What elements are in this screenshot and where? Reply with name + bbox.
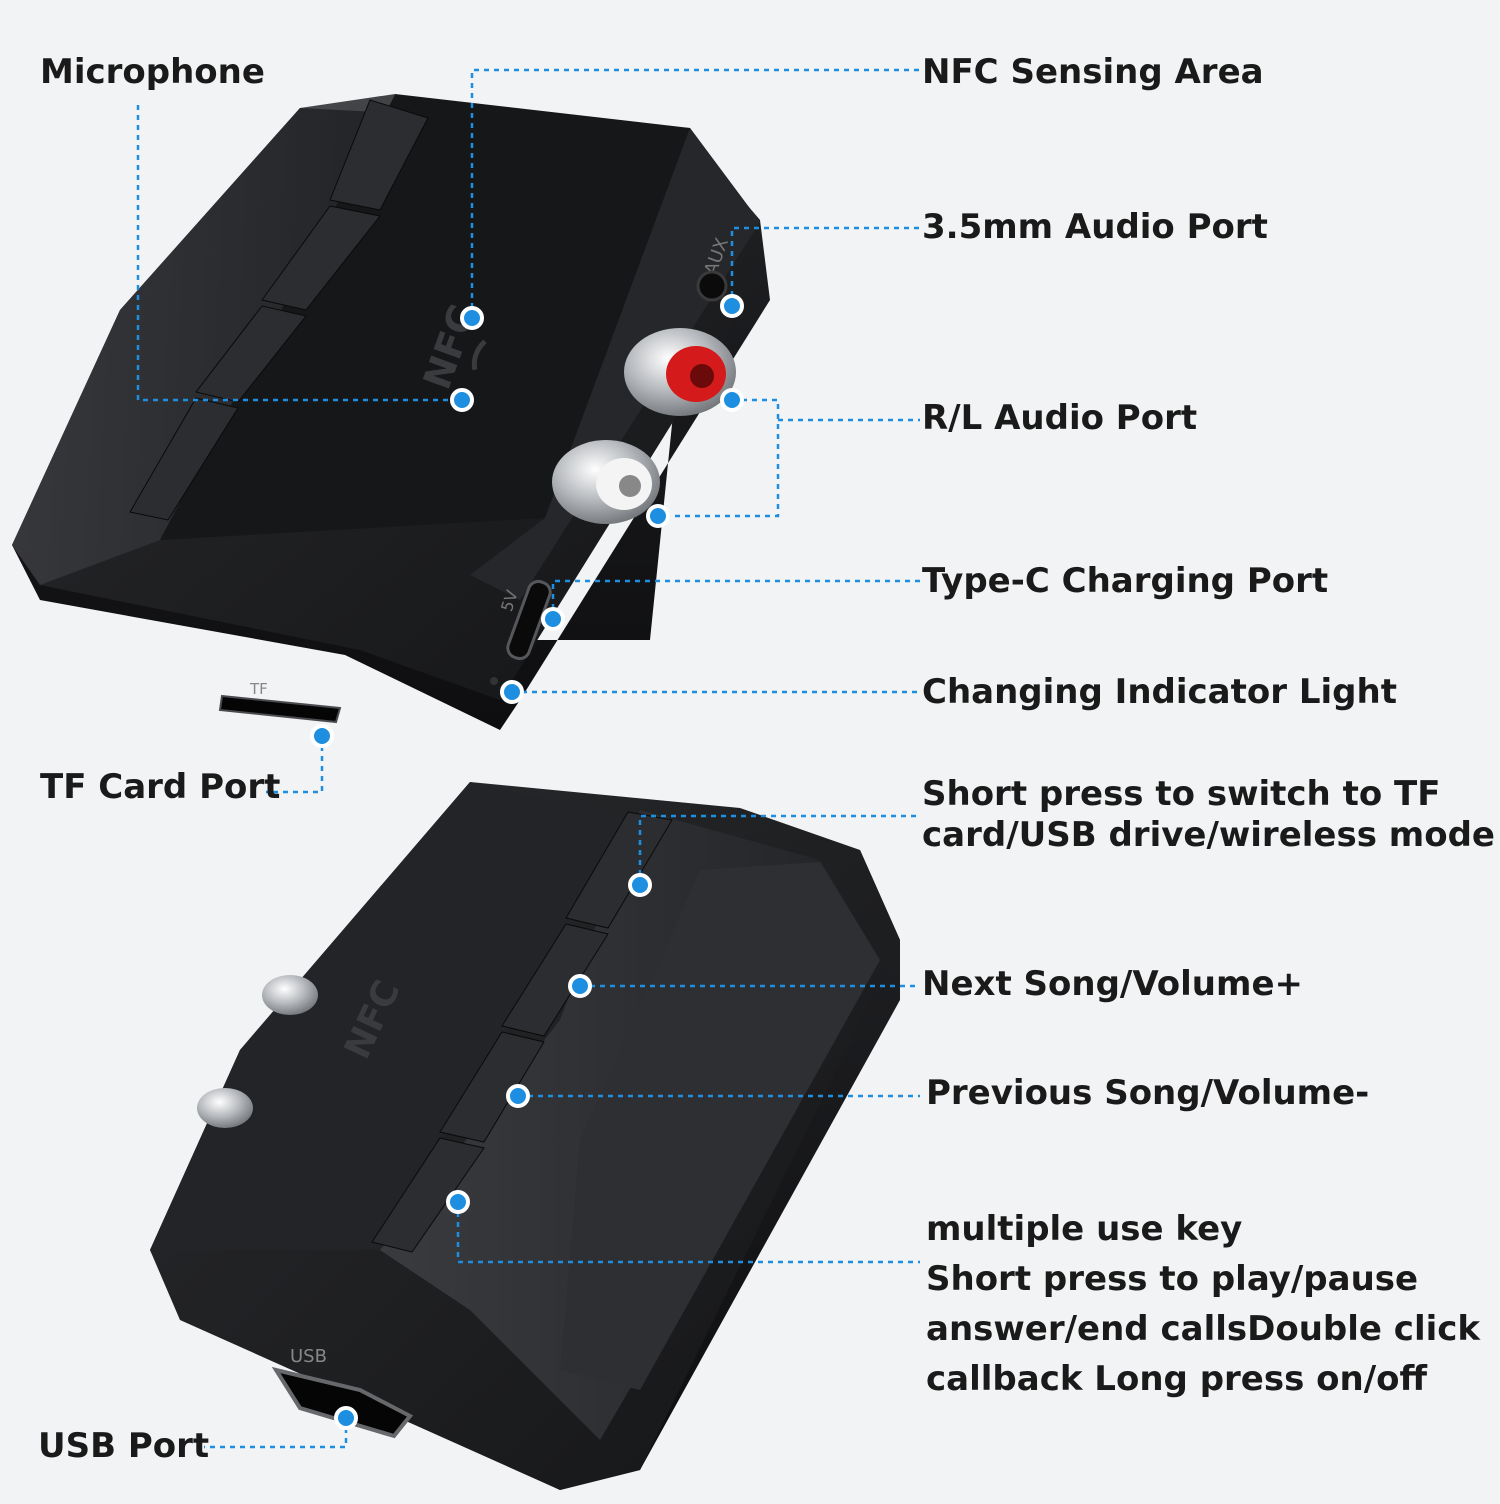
label-multi-line4: callback Long press on/off xyxy=(926,1359,1428,1399)
label-audio-35mm: 3.5mm Audio Port xyxy=(922,207,1268,247)
label-microphone: Microphone xyxy=(40,52,265,92)
next-button[interactable] xyxy=(501,923,609,1037)
dot-multi xyxy=(446,1190,470,1214)
callout-line-usb xyxy=(204,1418,348,1449)
multi-use-button[interactable] xyxy=(371,1137,485,1253)
device-bottom-bevel-left xyxy=(150,782,640,1250)
rca-left-jack xyxy=(552,440,660,524)
device-top-face xyxy=(160,94,690,540)
callout-line-rl xyxy=(658,398,780,518)
mic-button[interactable] xyxy=(329,99,429,211)
label-multi-line2: Short press to play/pause xyxy=(926,1259,1419,1299)
previous-button[interactable] xyxy=(439,1031,545,1143)
label-nfc-sensing-area: NFC Sensing Area xyxy=(922,52,1264,92)
label-usb: USB Port xyxy=(38,1426,210,1466)
dot-next xyxy=(568,974,592,998)
play-button-top[interactable] xyxy=(195,305,307,403)
callout-line-typec xyxy=(551,579,920,619)
label-rl-audio: R/L Audio Port xyxy=(922,398,1198,438)
callout-line-microphone xyxy=(136,105,462,402)
device-bottom: NFC USB xyxy=(150,782,900,1490)
aux-jack xyxy=(696,270,728,302)
callout-line-tf xyxy=(266,736,324,794)
mode-button-top[interactable] xyxy=(129,397,239,521)
type-c-port xyxy=(506,579,552,661)
label-multi-line3: answer/end callsDouble click xyxy=(926,1309,1481,1349)
dot-tf xyxy=(310,724,334,748)
label-next: Next Song/Volume+ xyxy=(922,964,1303,1004)
bottom-button-strip xyxy=(371,811,673,1253)
rca-right-jack xyxy=(624,328,736,416)
callout-lines xyxy=(136,68,920,1449)
device-bottom-face-dark xyxy=(560,862,880,1390)
device-top-bevel-right xyxy=(470,128,760,600)
usb-marking: USB xyxy=(290,1346,327,1367)
prev-button-top[interactable] xyxy=(261,205,381,311)
dot-usb xyxy=(334,1406,358,1430)
label-type-c: Type-C Charging Port xyxy=(922,561,1329,601)
dot-rca-right xyxy=(720,388,744,412)
rca-bottom-lower xyxy=(197,1088,253,1128)
label-multi-line1: multiple use key xyxy=(926,1209,1243,1249)
label-multi-use-key: multiple use key Short press to play/pau… xyxy=(926,1204,1480,1404)
dot-typec xyxy=(541,607,565,631)
mode-button[interactable] xyxy=(565,811,673,929)
callout-line-aux xyxy=(730,226,920,306)
label-indicator: Changing Indicator Light xyxy=(922,672,1397,712)
callout-line-nfc xyxy=(470,68,920,318)
indicator-light xyxy=(490,677,498,685)
dot-mode xyxy=(628,873,652,897)
dot-previous xyxy=(506,1084,530,1108)
usb-port xyxy=(271,1366,414,1439)
tf-marking: TF xyxy=(249,680,268,698)
dot-microphone xyxy=(450,388,474,412)
tf-slot xyxy=(218,694,342,724)
rca-bottom-upper xyxy=(262,975,318,1015)
callout-line-multi xyxy=(456,1202,920,1264)
label-mode: Short press to switch to TF card/USB dri… xyxy=(922,774,1495,856)
device-top-bevel-left xyxy=(12,94,395,585)
label-mode-line1: Short press to switch to TF xyxy=(922,774,1441,814)
callout-dots xyxy=(310,294,744,1430)
label-previous: Previous Song/Volume- xyxy=(926,1073,1370,1113)
dot-indicator xyxy=(500,680,524,704)
dot-aux xyxy=(720,294,744,318)
device-top: NFC AUX 5V TF xyxy=(12,94,770,730)
label-tf-card: TF Card Port xyxy=(40,767,281,807)
top-button-strip xyxy=(129,99,429,521)
label-mode-line2: card/USB drive/wireless mode xyxy=(922,815,1495,855)
dot-rca-left xyxy=(646,504,670,528)
callout-line-mode xyxy=(638,814,920,885)
dot-nfc xyxy=(460,306,484,330)
